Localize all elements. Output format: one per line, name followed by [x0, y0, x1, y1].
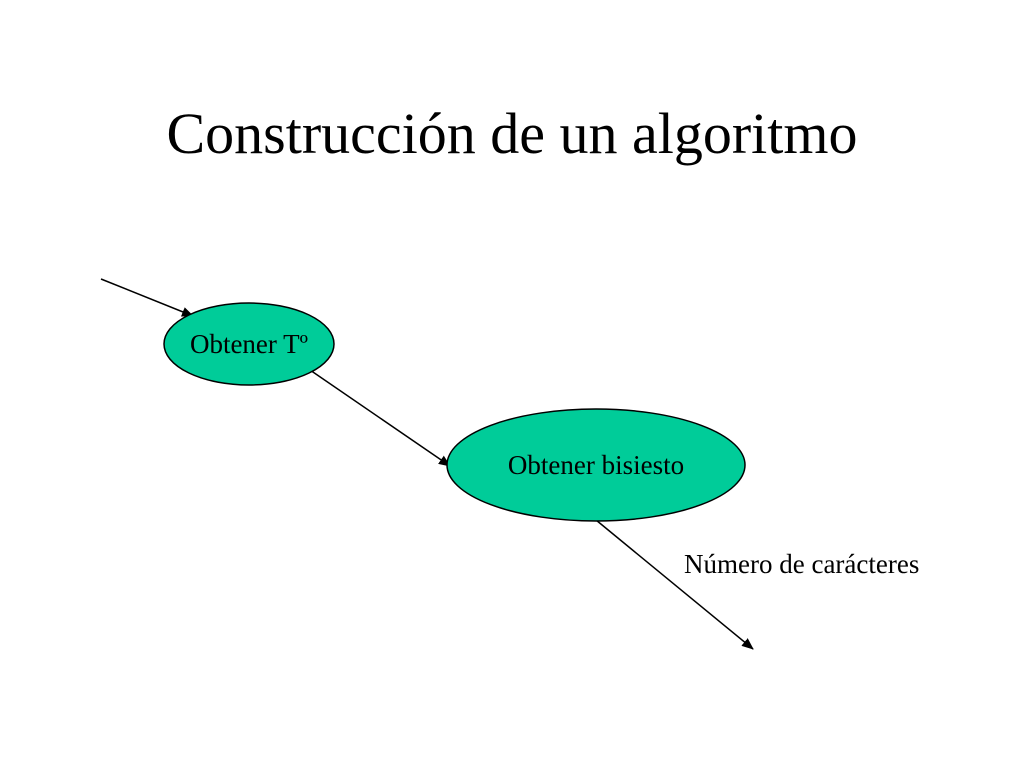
output-label: Número de carácteres	[684, 549, 920, 579]
node-obtener-temperatura: Obtener Tº	[163, 302, 335, 386]
node-label: Obtener Tº	[190, 329, 308, 359]
node-obtener-bisiesto: Obtener bisiesto	[446, 408, 746, 522]
node-ellipse	[163, 302, 335, 386]
node-ellipse	[446, 408, 746, 522]
node-label: Obtener bisiesto	[508, 450, 684, 480]
slide-title: Construcción de un algoritmo	[166, 101, 858, 166]
output-arrow	[595, 519, 754, 650]
input-arrow	[100, 278, 194, 317]
connector-arrow	[309, 369, 451, 467]
